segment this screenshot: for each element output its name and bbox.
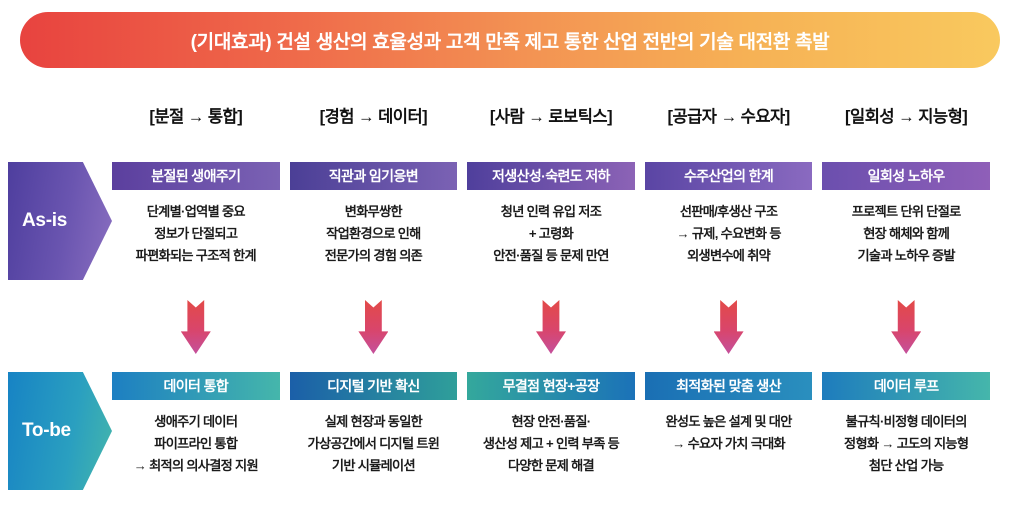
- to-be-card-2-line-2: 다양한 문제 해결: [508, 457, 595, 473]
- as-is-card-0-body: 단계별·업역별 중요 정보가 단절되고 파편화되는 구조적 한계: [112, 190, 280, 266]
- down-arrow-icon: [891, 300, 922, 354]
- to-be-card-2-line-0: 현장 안전·품질·: [511, 414, 592, 429]
- row-label-to-be: To-be: [8, 372, 112, 490]
- to-be-card-1-title: 디지털 기반 확신: [289, 372, 458, 400]
- as-is-card-4-line-0: 프로젝트 단위 단절로: [851, 204, 962, 219]
- as-is-card-1-body: 변화무쌍한 작업환경으로 인해 전문가의 경험 의존: [290, 190, 458, 266]
- arrow-cell-2: [467, 300, 635, 356]
- column-header-row: [분절 → 통합] [경험 → 데이터] [사람 → 로보틱스] [공급자 → …: [112, 103, 990, 127]
- to-be-card-0-line-1: 파이프라인 통합: [154, 435, 238, 451]
- to-be-card-3-line-1: → 수요자 가치 극대화: [672, 435, 786, 451]
- as-is-card-2: 저생산성·숙련도 저하 청년 인력 유입 저조 + 고령화 안전·품질 등 문제…: [467, 162, 635, 267]
- as-is-card-3-line-2: 외생변수에 취약: [687, 247, 771, 263]
- column-header-1: [경험 → 데이터]: [319, 108, 428, 126]
- to-be-card-0-line-0: 생애주기 데이터: [154, 414, 238, 429]
- as-is-card-1-line-0: 변화무쌍한: [344, 204, 403, 219]
- row-label-to-be-text: To-be: [22, 420, 71, 441]
- as-is-card-4-line-2: 기술과 노하우 증발: [857, 247, 955, 263]
- as-is-card-3-body: 선판매/후생산 구조 → 규제, 수요변화 등 외생변수에 취약: [645, 190, 813, 266]
- as-is-card-3: 수주산업의 한계 선판매/후생산 구조 → 규제, 수요변화 등 외생변수에 취…: [644, 162, 813, 267]
- to-be-card-1-line-2: 기반 시뮬레이션: [331, 457, 416, 473]
- arrow-cell-0: [112, 300, 280, 356]
- to-be-card-1-line-0: 실제 현장과 동일한: [324, 414, 423, 429]
- to-be-card-4-line-1: 정형화 → 고도의 지능형: [844, 435, 969, 451]
- as-is-card-row: 분절된 생애주기 단계별·업역별 중요 정보가 단절되고 파편화되는 구조적 한…: [112, 162, 990, 267]
- column-header-2: [사람 → 로보틱스]: [489, 108, 613, 126]
- as-is-card-2-body: 청년 인력 유입 저조 + 고령화 안전·품질 등 문제 만연: [467, 190, 635, 266]
- to-be-card-3: 최적화된 맞춤 생산 완성도 높은 설계 및 대안 → 수요자 가치 극대화: [644, 372, 813, 477]
- to-be-card-0-title: 데이터 통합: [112, 372, 280, 400]
- to-be-card-row: 데이터 통합 생애주기 데이터 파이프라인 통합 → 최적의 의사결정 지원 디…: [112, 372, 990, 477]
- arrow-cell-4: [822, 300, 990, 356]
- as-is-card-0-line-2: 파편화되는 구조적 한계: [135, 247, 257, 263]
- to-be-card-0-line-2: → 최적의 의사결정 지원: [133, 457, 259, 473]
- to-be-card-4-body: 불규칙·비정형 데이터의 정형화 → 고도의 지능형 첨단 산업 가능: [822, 400, 990, 476]
- row-label-as-is-text: As-is: [22, 210, 67, 231]
- to-be-card-0: 데이터 통합 생애주기 데이터 파이프라인 통합 → 최적의 의사결정 지원: [112, 372, 280, 477]
- as-is-card-1: 직관과 임기응변 변화무쌍한 작업환경으로 인해 전문가의 경험 의존: [289, 162, 458, 267]
- as-is-card-2-line-2: 안전·품질 등 문제 만연: [493, 247, 609, 263]
- arrow-cell-1: [290, 300, 458, 356]
- to-be-card-1-line-1: 가상공간에서 디지털 트윈: [307, 435, 440, 451]
- as-is-card-0-line-1: 정보가 단절되고: [154, 225, 238, 241]
- as-is-card-2-line-0: 청년 인력 유입 저조: [500, 204, 602, 219]
- to-be-card-4-title: 데이터 루프: [822, 372, 990, 400]
- to-be-card-2-line-1: 생산성 제고 + 인력 부족 등: [482, 435, 620, 451]
- to-be-card-2-body: 현장 안전·품질· 생산성 제고 + 인력 부족 등 다양한 문제 해결: [467, 400, 635, 476]
- to-be-card-2-title: 무결점 현장+공장: [467, 372, 635, 400]
- column-header-3: [공급자 → 수요자]: [667, 108, 790, 126]
- to-be-card-3-body: 완성도 높은 설계 및 대안 → 수요자 가치 극대화: [645, 400, 813, 455]
- header-banner: (기대효과) 건설 생산의 효율성과 고객 만족 제고 통한 산업 전반의 기술…: [20, 12, 1000, 68]
- as-is-card-1-line-1: 작업환경으로 인해: [326, 225, 421, 241]
- as-is-card-3-line-1: → 규제, 수요변화 등: [676, 225, 781, 241]
- as-is-card-2-title: 저생산성·숙련도 저하: [467, 162, 635, 190]
- to-be-card-3-line-0: 완성도 높은 설계 및 대안: [665, 414, 792, 429]
- to-be-card-3-title: 최적화된 맞춤 생산: [644, 372, 813, 400]
- as-is-card-0-line-0: 단계별·업역별 중요: [146, 204, 246, 219]
- as-is-card-1-line-2: 전문가의 경험 의존: [324, 247, 423, 263]
- to-be-card-1: 디지털 기반 확신 실제 현장과 동일한 가상공간에서 디지털 트윈 기반 시뮬…: [289, 372, 458, 477]
- down-arrow-icon: [180, 300, 211, 354]
- down-arrow-icon: [713, 300, 744, 354]
- as-is-card-4-body: 프로젝트 단위 단절로 현장 해체와 함께 기술과 노하우 증발: [822, 190, 990, 266]
- as-is-card-4: 일회성 노하우 프로젝트 단위 단절로 현장 해체와 함께 기술과 노하우 증발: [822, 162, 990, 267]
- to-be-card-4-line-2: 첨단 산업 가능: [868, 457, 944, 473]
- down-arrow-icon: [358, 300, 389, 354]
- header-banner-title: (기대효과) 건설 생산의 효율성과 고객 만족 제고 통한 산업 전반의 기술…: [190, 31, 830, 53]
- as-is-card-2-line-1: + 고령화: [528, 225, 574, 241]
- as-is-card-4-title: 일회성 노하우: [822, 162, 990, 190]
- transition-arrow-row: [112, 300, 990, 356]
- to-be-card-1-body: 실제 현장과 동일한 가상공간에서 디지털 트윈 기반 시뮬레이션: [290, 400, 458, 476]
- to-be-card-0-body: 생애주기 데이터 파이프라인 통합 → 최적의 의사결정 지원: [112, 400, 280, 476]
- to-be-card-4-line-0: 불규칙·비정형 데이터의: [845, 414, 968, 429]
- column-header-4: [일회성 → 지능형]: [845, 108, 968, 126]
- row-label-as-is: As-is: [8, 162, 112, 280]
- to-be-card-2: 무결점 현장+공장 현장 안전·품질· 생산성 제고 + 인력 부족 등 다양한…: [467, 372, 635, 477]
- as-is-card-0: 분절된 생애주기 단계별·업역별 중요 정보가 단절되고 파편화되는 구조적 한…: [112, 162, 280, 267]
- down-arrow-icon: [535, 300, 566, 354]
- header-banner-pill: (기대효과) 건설 생산의 효율성과 고객 만족 제고 통한 산업 전반의 기술…: [20, 12, 1000, 68]
- as-is-card-4-line-1: 현장 해체와 함께: [863, 225, 950, 241]
- as-is-card-1-title: 직관과 임기응변: [289, 162, 458, 190]
- column-header-0: [분절 → 통합]: [149, 108, 243, 126]
- as-is-card-0-title: 분절된 생애주기: [112, 162, 280, 190]
- as-is-card-3-line-0: 선판매/후생산 구조: [679, 204, 778, 219]
- arrow-cell-3: [645, 300, 813, 356]
- as-is-card-3-title: 수주산업의 한계: [644, 162, 813, 190]
- to-be-card-4: 데이터 루프 불규칙·비정형 데이터의 정형화 → 고도의 지능형 첨단 산업 …: [822, 372, 990, 477]
